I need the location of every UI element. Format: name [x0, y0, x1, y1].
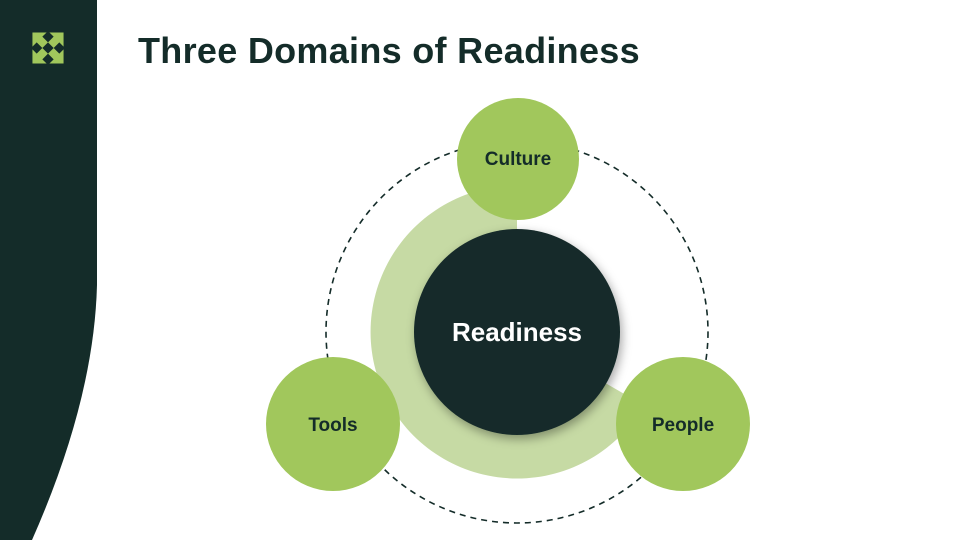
- culture-node-label: Culture: [485, 149, 552, 170]
- green-arrows-logo-icon: [32, 32, 64, 64]
- people-node-circle: [616, 357, 750, 491]
- center-label: Readiness: [452, 317, 582, 347]
- left-side-band: [0, 0, 97, 540]
- slide-title: Three Domains of Readiness: [138, 30, 640, 71]
- orbit-dashed-circle: [325, 140, 709, 524]
- center-circle: [414, 229, 620, 435]
- people-node-label: People: [652, 415, 714, 436]
- tools-node-label: Tools: [308, 415, 357, 436]
- culture-node-circle: [457, 98, 579, 220]
- tools-node-circle: [266, 357, 400, 491]
